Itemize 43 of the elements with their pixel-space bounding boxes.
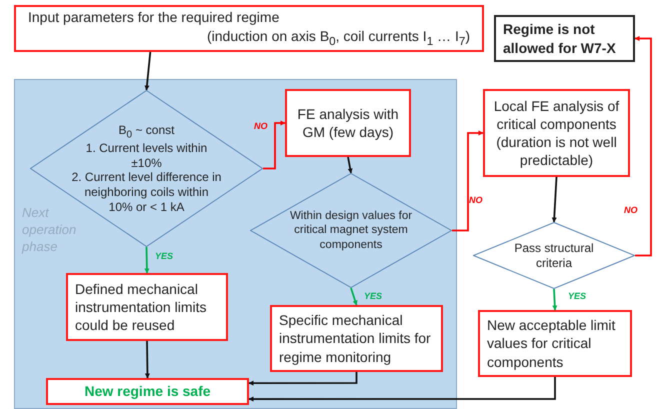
decision-diamond: [473, 222, 635, 289]
box-text: Specific mechanical instrumentation limits for regime monitoring: [279, 311, 432, 366]
process-box: [66, 273, 228, 341]
process-box: [483, 89, 630, 177]
box-text: Input parameters for the required regime: [28, 8, 280, 27]
edge-label: NO: [624, 205, 638, 215]
arrow: [347, 156, 353, 174]
box-text: Local FE analysis of critical components (duration is not well predictable): [492, 96, 620, 170]
arrow: [552, 176, 558, 222]
process-box: [14, 5, 484, 52]
decision-text: 1. Current levels within ±10%: [84, 141, 208, 170]
process-box: [270, 305, 443, 372]
arrow: [263, 120, 286, 170]
decision-text: 2. Current level difference in neighboring coils within 10% or < 1 kA: [72, 170, 222, 214]
decision-text: Within design values for critical magnet system components: [288, 209, 414, 252]
process-box: [494, 15, 635, 62]
arrow: [248, 372, 358, 386]
edge-label: YES: [568, 291, 586, 301]
box-text: New regime is safe: [83, 382, 212, 401]
box-text: Defined mechanical instrumentation limits could be reused: [75, 280, 208, 334]
arrow: [350, 288, 358, 306]
arrow: [248, 377, 556, 402]
edge-label: YES: [155, 251, 174, 261]
decision-diamond: [250, 173, 452, 288]
process-box: [478, 310, 632, 377]
process-box: [285, 89, 411, 157]
phase-region: [14, 79, 457, 409]
edge-label: NO: [469, 195, 482, 205]
box-text: (induction on axis B$_{0}$, coil currents I$_{1}$ … I$_{7}$): [206, 26, 470, 49]
box-text: New acceptable limit values for critical components: [487, 316, 616, 371]
process-box: [46, 378, 249, 405]
arrow: [634, 36, 652, 256]
box-text: Regime is not allowed for W7-X: [503, 20, 617, 57]
arrow: [552, 288, 558, 310]
decision-text: Pass structural criteria: [513, 240, 595, 270]
edge-label: YES: [364, 291, 382, 301]
box-text: FE analysis with GM (few days): [296, 104, 400, 142]
arrow: [144, 52, 152, 90]
arrow: [144, 340, 150, 378]
arrow: [452, 130, 484, 232]
decision-text: B$_{0}$ ~ const: [118, 122, 176, 142]
arrow: [144, 246, 150, 274]
edge-label: NO: [254, 121, 268, 131]
